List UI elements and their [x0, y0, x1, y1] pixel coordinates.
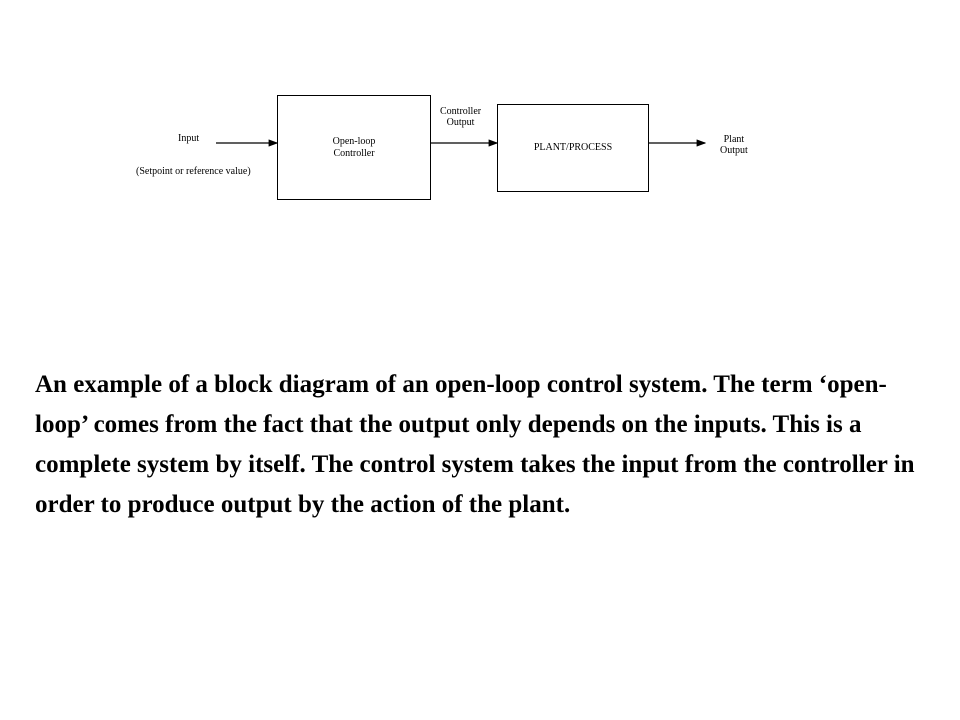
- setpoint-label: (Setpoint or reference value): [136, 166, 251, 177]
- plant-process-label: PLANT/PROCESS: [533, 142, 613, 153]
- plant-output-label: Plant Output: [720, 134, 748, 156]
- controller-block-label: Open-loop Controller: [332, 135, 376, 159]
- controller-output-label: Controller Output: [440, 106, 482, 128]
- plant-process-block: PLANT/PROCESS: [497, 104, 649, 192]
- controller-block: Open-loop Controller: [277, 95, 431, 200]
- input-label: Input: [178, 133, 200, 144]
- diagram-connectors: [216, 139, 707, 147]
- open-loop-block-diagram: Input (Setpoint or reference value) Open…: [0, 0, 960, 260]
- diagram-caption: An example of a block diagram of an open…: [35, 371, 915, 518]
